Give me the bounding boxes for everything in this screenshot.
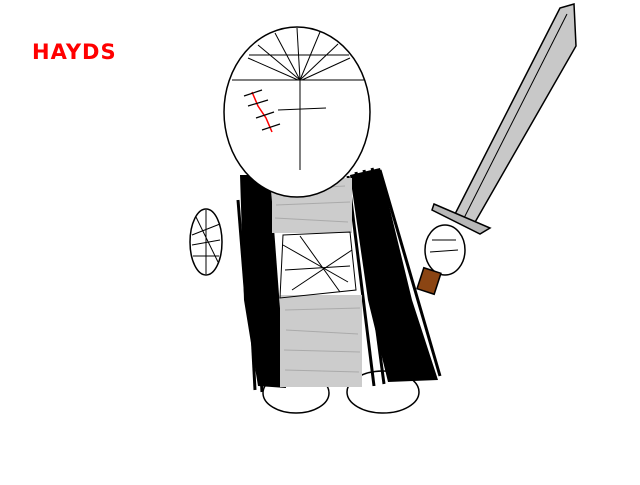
black-cloak: [236, 167, 442, 393]
sword-handle: [416, 266, 442, 296]
grey-tunic: [272, 178, 362, 387]
left-hand: [189, 208, 223, 276]
scar-stitches: [243, 89, 281, 131]
helmet-lines: [232, 27, 365, 170]
head: [223, 26, 371, 198]
scar: [251, 91, 273, 133]
title-label: HAYDS: [32, 40, 117, 64]
right-hand: [424, 224, 466, 276]
sword: [416, 3, 577, 296]
